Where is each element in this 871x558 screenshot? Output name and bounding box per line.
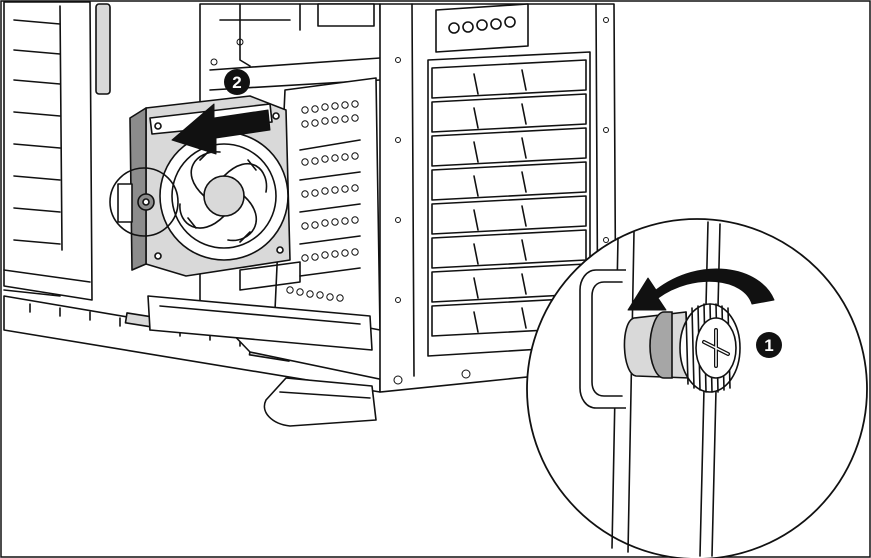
- fan-assembly: [129, 95, 291, 277]
- lower-tray: [147, 261, 373, 351]
- drive-bay-cage: [427, 51, 591, 357]
- counterclockwise-arrow: [627, 268, 775, 311]
- drive-bays: [431, 59, 587, 337]
- perforated-grille: [274, 77, 381, 331]
- callout-2: 2: [224, 69, 250, 95]
- callout-1-label: 1: [764, 336, 773, 355]
- callout-1: 1: [756, 332, 782, 358]
- slide-out-arrow: [171, 103, 271, 155]
- thumbscrew-magnified-detail: [526, 218, 868, 558]
- callout-2-label: 2: [232, 73, 241, 92]
- fan-thumbscrew-detail: [109, 167, 179, 237]
- chassis-foot: [263, 377, 377, 427]
- chassis-side-panel: [3, 1, 111, 301]
